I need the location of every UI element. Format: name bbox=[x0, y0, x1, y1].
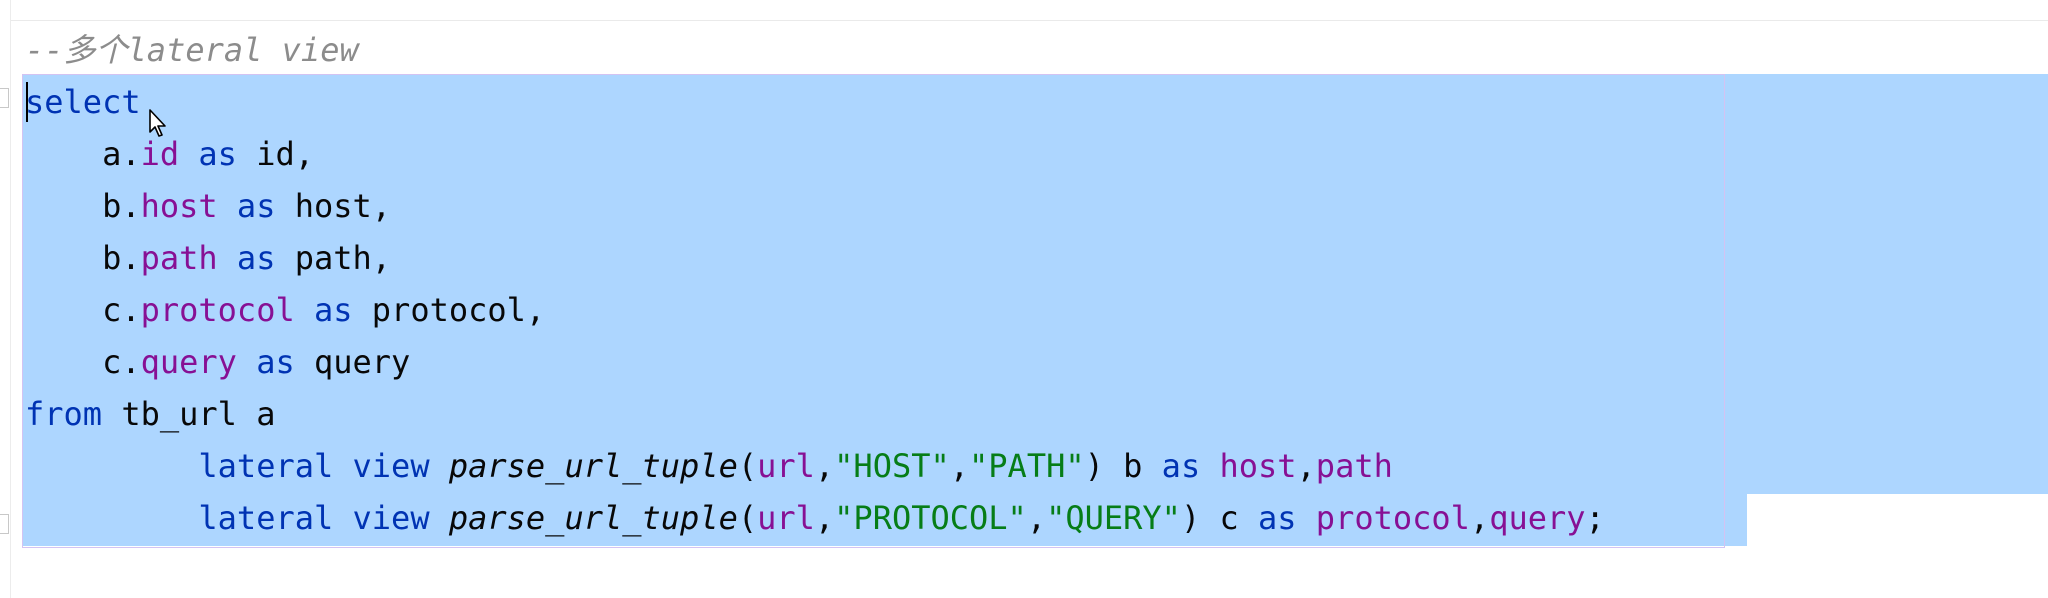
fold-marker-icon[interactable] bbox=[0, 88, 9, 108]
paren-open: ( bbox=[737, 447, 758, 485]
keyword-lateral: lateral bbox=[198, 447, 334, 485]
code-line-7[interactable]: from tb_url a bbox=[25, 388, 275, 440]
keyword-as: as bbox=[236, 187, 276, 225]
argument-url: url bbox=[757, 447, 815, 485]
keyword-as: as bbox=[256, 343, 295, 381]
comma: , bbox=[1026, 499, 1047, 537]
indent bbox=[25, 135, 102, 173]
table-alias: b. bbox=[102, 187, 141, 225]
table-reference: tb_url a bbox=[121, 395, 276, 433]
column-alias: host bbox=[1219, 447, 1297, 485]
code-line-8[interactable]: lateral view parse_url_tuple(url,"HOST",… bbox=[25, 440, 1393, 492]
keyword-lateral: lateral bbox=[198, 499, 334, 537]
keyword-select: select bbox=[25, 83, 141, 121]
paren-open: ( bbox=[737, 499, 758, 537]
table-alias: c. bbox=[102, 291, 141, 329]
comment-line[interactable]: --多个lateral view bbox=[25, 31, 359, 69]
column-alias: query bbox=[313, 343, 411, 381]
column-alias: id, bbox=[256, 135, 314, 173]
column-name: path bbox=[140, 239, 218, 277]
indent bbox=[25, 447, 198, 485]
mouse-pointer-icon bbox=[149, 109, 166, 137]
column-alias: path, bbox=[294, 239, 392, 277]
fold-marker-icon[interactable] bbox=[0, 514, 9, 534]
column-name: host bbox=[140, 187, 218, 225]
comma: , bbox=[814, 499, 835, 537]
table-alias: c. bbox=[102, 343, 141, 381]
argument-url: url bbox=[757, 499, 815, 537]
indent bbox=[25, 187, 102, 225]
comma: , bbox=[949, 447, 970, 485]
column-alias: protocol, bbox=[371, 291, 546, 329]
column-name: protocol bbox=[140, 291, 295, 329]
code-line-5[interactable]: c.protocol as protocol, bbox=[25, 284, 545, 336]
keyword-as: as bbox=[198, 135, 237, 173]
keyword-as: as bbox=[1161, 447, 1201, 485]
string-literal: "HOST" bbox=[834, 447, 950, 485]
keyword-from: from bbox=[25, 395, 103, 433]
text-selection bbox=[22, 74, 2048, 494]
code-line-3[interactable]: b.host as host, bbox=[25, 180, 391, 232]
table-alias: b. bbox=[102, 239, 141, 277]
code-line-9[interactable]: lateral view parse_url_tuple(url,"PROTOC… bbox=[25, 492, 1605, 544]
column-name: id bbox=[140, 135, 180, 173]
editor-gutter bbox=[0, 0, 11, 598]
paren-close-alias: ) b bbox=[1084, 447, 1143, 485]
keyword-view: view bbox=[352, 447, 430, 485]
column-alias: host, bbox=[294, 187, 392, 225]
comma: , bbox=[1469, 499, 1490, 537]
indent bbox=[25, 499, 198, 537]
column-alias: path bbox=[1315, 447, 1393, 485]
keyword-as: as bbox=[236, 239, 276, 277]
column-name: query bbox=[140, 343, 237, 381]
comma: , bbox=[814, 447, 835, 485]
string-literal: "QUERY" bbox=[1046, 499, 1181, 537]
code-line-1[interactable]: select bbox=[25, 76, 141, 128]
column-alias: protocol bbox=[1315, 499, 1470, 537]
code-line-2[interactable]: a.id as id, bbox=[25, 128, 314, 180]
keyword-as: as bbox=[313, 291, 353, 329]
table-alias: a. bbox=[102, 135, 141, 173]
text-caret bbox=[26, 82, 28, 122]
code-line-4[interactable]: b.path as path, bbox=[25, 232, 391, 284]
indent bbox=[25, 239, 102, 277]
string-literal: "PROTOCOL" bbox=[834, 499, 1027, 537]
string-literal: "PATH" bbox=[969, 447, 1085, 485]
indent bbox=[25, 343, 102, 381]
paren-close-alias: ) c bbox=[1180, 499, 1239, 537]
keyword-as: as bbox=[1258, 499, 1297, 537]
function-name: parse_url_tuple bbox=[448, 499, 738, 537]
indent bbox=[25, 291, 102, 329]
function-name: parse_url_tuple bbox=[448, 447, 738, 485]
text-selection-last-line bbox=[22, 494, 1747, 546]
column-alias: query bbox=[1489, 499, 1586, 537]
comma: , bbox=[1296, 447, 1316, 485]
keyword-view: view bbox=[352, 499, 430, 537]
line-separator bbox=[0, 20, 2048, 21]
semicolon: ; bbox=[1585, 499, 1605, 537]
code-line-6[interactable]: c.query as query bbox=[25, 336, 410, 388]
